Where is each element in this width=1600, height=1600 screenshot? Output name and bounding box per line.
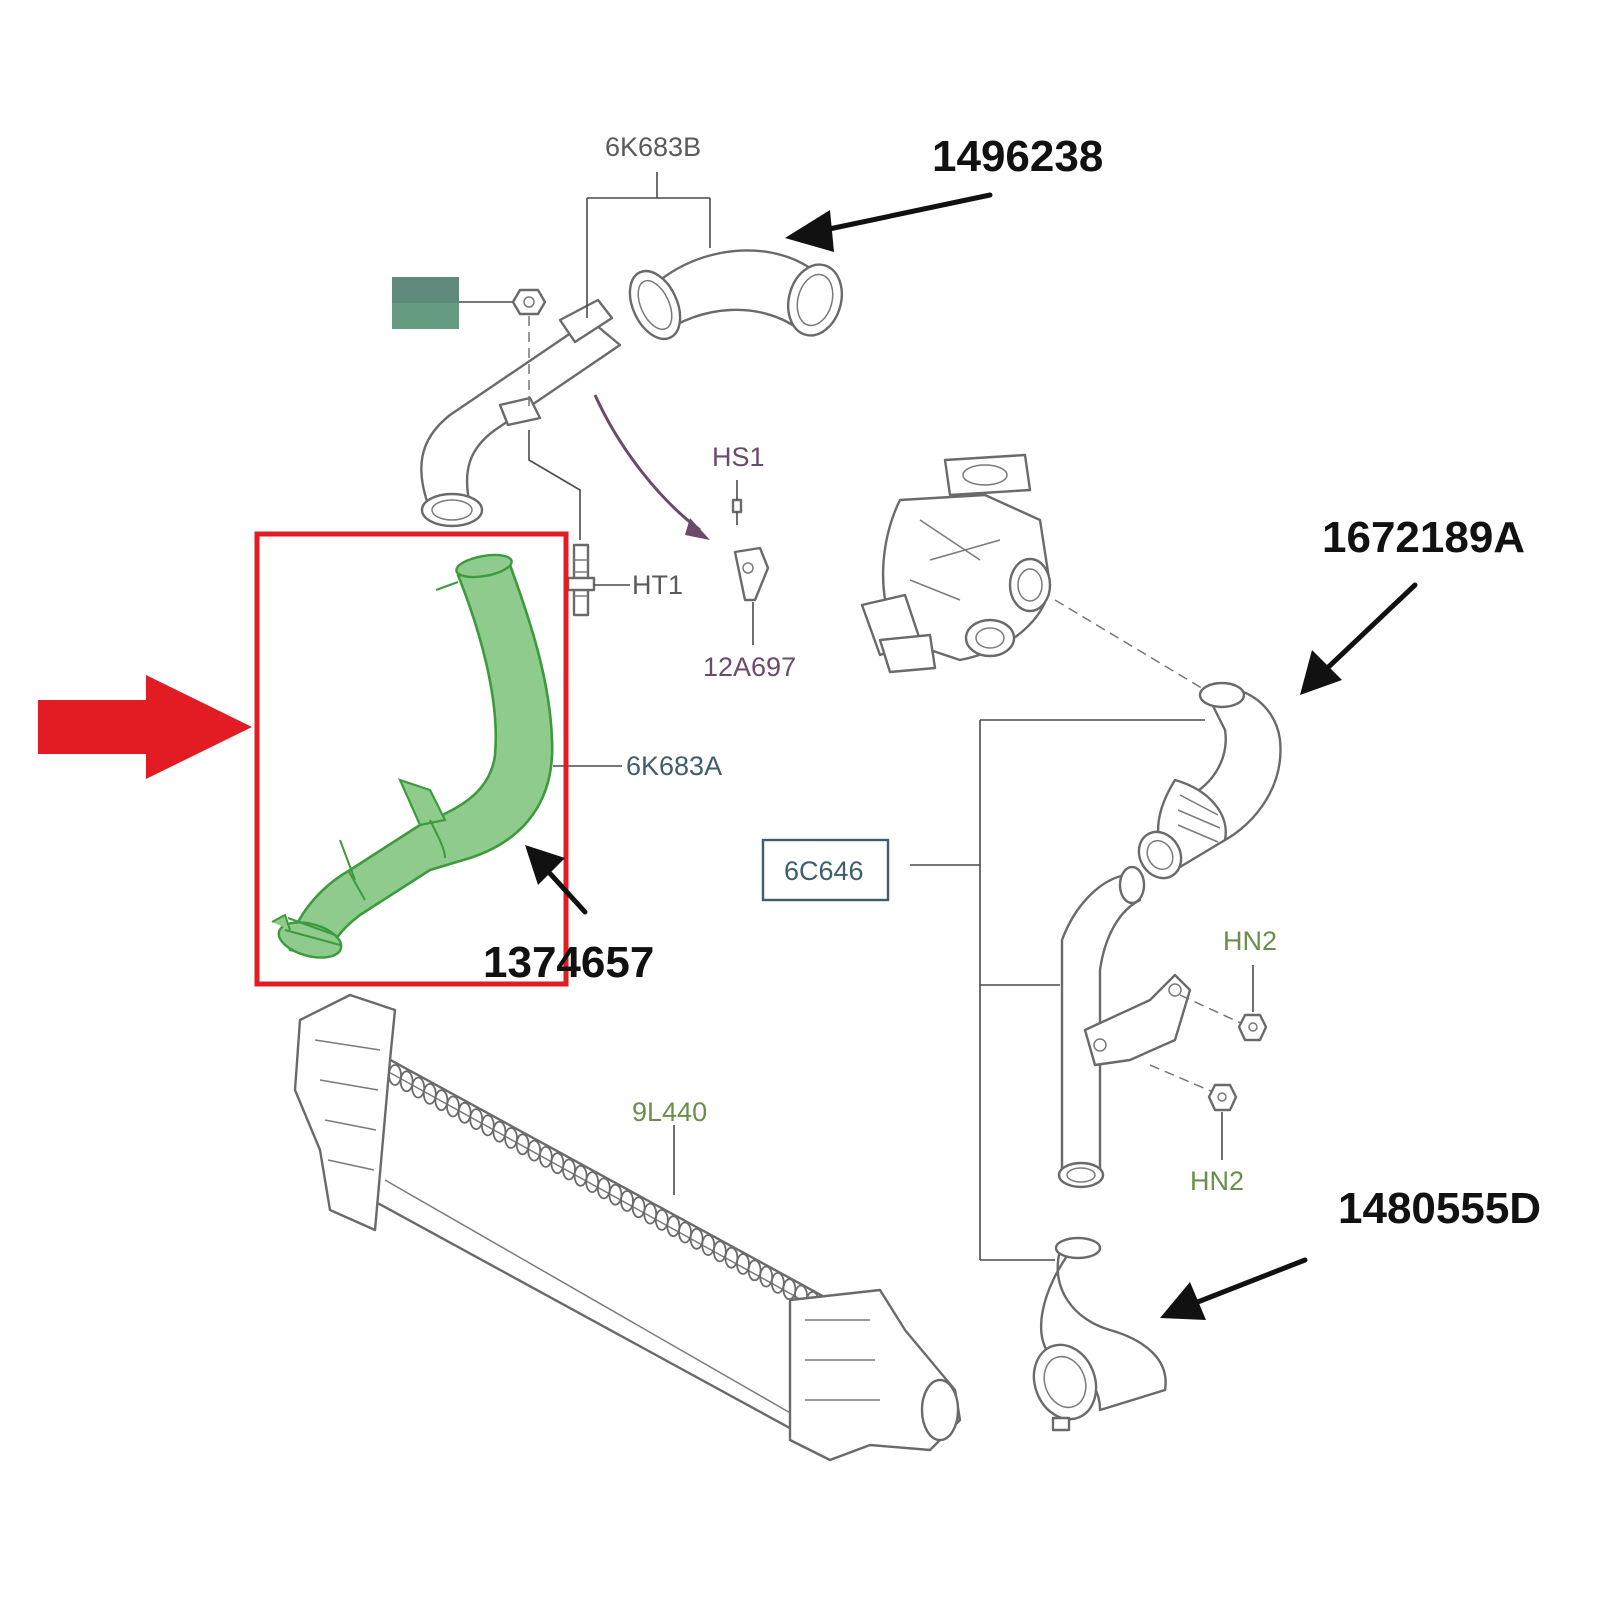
- highlighted-hose-body: [288, 563, 554, 957]
- label-1672189a: 1672189A: [1322, 513, 1525, 562]
- highlight-box: [254, 531, 569, 987]
- label-6k683b: 6K683B: [605, 132, 701, 162]
- label-1374657: 1374657: [483, 938, 654, 987]
- label-ht1: HT1: [632, 570, 683, 600]
- label-6c646: 6C646: [784, 856, 864, 886]
- lower-right-pipe: [1057, 865, 1192, 1189]
- upper-hose-1496238: [628, 249, 843, 341]
- leader-turbo-to-hose: [1054, 599, 1206, 691]
- highlighted-hose-1374657: [271, 553, 554, 959]
- leader-6k683b: [586, 172, 711, 318]
- nut-hn2-top: [1237, 1013, 1268, 1042]
- nut-top: [511, 288, 547, 316]
- label-hn2-top: HN2: [1223, 926, 1277, 956]
- pointer-arrow-1496238: [785, 192, 993, 252]
- label-6c646-box: 6C646: [761, 838, 890, 902]
- label-9l440: 9L440: [632, 1097, 707, 1127]
- sensor-12a697: [731, 480, 770, 645]
- label-1480555d: 1480555D: [1338, 1184, 1541, 1233]
- highlight-arrow: [38, 675, 252, 779]
- bolt-ht1: [566, 543, 596, 617]
- nut-hn2-bottom: [1207, 1083, 1238, 1112]
- label-1496238: 1496238: [932, 132, 1103, 181]
- intercooler-9l440: [293, 993, 962, 1462]
- pointer-arrow-1480555d: [1160, 1257, 1308, 1320]
- pointer-arrow-1672189a: [1300, 582, 1418, 695]
- hose-1672189a: [1137, 681, 1282, 880]
- pointer-arrow-purple: [593, 394, 701, 532]
- label-hs1: HS1: [712, 442, 765, 472]
- hose-1480555d: [1032, 1236, 1167, 1432]
- turbocharger: [860, 453, 1052, 674]
- upper-intake-pipe: [420, 298, 622, 528]
- label-6k683a: 6K683A: [626, 751, 722, 781]
- label-hn2-bottom: HN2: [1190, 1166, 1244, 1196]
- leader-6c646: [910, 719, 1205, 1261]
- label-12a697: 12A697: [703, 652, 796, 682]
- pointer-arrow-1374657: [525, 845, 588, 915]
